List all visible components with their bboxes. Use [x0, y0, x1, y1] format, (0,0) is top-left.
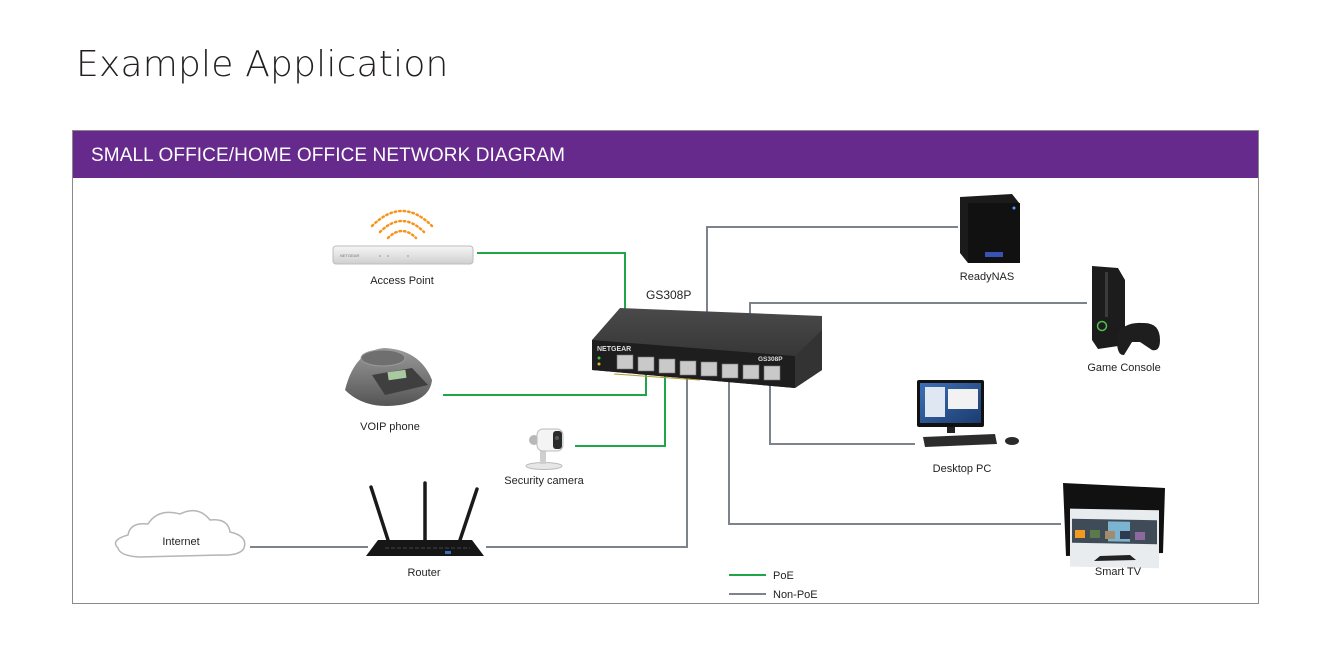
wifi-signal-icon — [370, 209, 434, 240]
device-desktop-pc[interactable]: Desktop PC — [917, 380, 1019, 475]
line-smart-tv — [728, 370, 1061, 525]
game-console-label: Game Console — [1087, 362, 1160, 374]
network-diagram-panel: SMALL OFFICE/HOME OFFICE NETWORK DIAGRAM — [72, 130, 1259, 604]
security-camera-label: Security camera — [504, 475, 584, 487]
game-console-icon — [1092, 266, 1160, 356]
switch-model-label: GS308P — [646, 288, 691, 302]
legend-item-non-poe: Non-PoE — [729, 589, 818, 601]
poe-line-security-camera — [575, 370, 666, 447]
desktop-pc-icon — [917, 380, 1019, 447]
power-led — [597, 356, 601, 360]
desktop-pc-label: Desktop PC — [933, 463, 992, 475]
diagram-banner: SMALL OFFICE/HOME OFFICE NETWORK DIAGRAM — [73, 131, 1258, 178]
cloud-icon — [114, 509, 246, 558]
device-smart-tv[interactable]: Smart TV — [1063, 483, 1165, 578]
nas-icon — [960, 194, 1020, 263]
poe-led — [597, 362, 601, 366]
line-desktop-pc — [769, 370, 915, 445]
device-internet[interactable]: Internet — [114, 509, 246, 558]
switch-port-8[interactable] — [763, 365, 781, 381]
legend: PoE Non-PoE — [729, 570, 818, 601]
switch-gs308p[interactable]: GS308P NETGEAR GS308P — [592, 288, 822, 388]
switch-port-5[interactable] — [700, 361, 718, 377]
poe-line-voip-phone — [443, 368, 647, 396]
page-title: Example Application — [76, 44, 449, 85]
legend-label-poe: PoE — [773, 570, 794, 582]
switch-port-4[interactable] — [679, 360, 697, 376]
voip-phone-label: VOIP phone — [360, 421, 420, 433]
switch-port-3[interactable] — [658, 358, 676, 374]
device-voip-phone[interactable]: VOIP phone — [345, 348, 432, 433]
access-point-label: Access Point — [370, 275, 434, 287]
internet-label: Internet — [162, 536, 199, 548]
line-router-switch — [486, 370, 688, 548]
switch-brand: NETGEAR — [597, 346, 631, 353]
legend-label-non-poe: Non-PoE — [773, 589, 818, 601]
diagram-title: SMALL OFFICE/HOME OFFICE NETWORK DIAGRAM — [91, 145, 566, 166]
smart-tv-icon — [1063, 483, 1165, 569]
device-readynas[interactable]: ReadyNAS — [960, 194, 1020, 283]
access-point-icon — [332, 245, 474, 265]
switch-port-2[interactable] — [637, 356, 655, 372]
security-camera-icon — [525, 428, 564, 470]
device-game-console[interactable]: Game Console — [1087, 266, 1161, 374]
switch-port-6[interactable] — [721, 363, 739, 379]
switch-port-1[interactable] — [616, 354, 634, 370]
switch-front-model: GS308P — [758, 356, 783, 363]
svg-text:NETGEAR: NETGEAR — [340, 253, 359, 258]
readynas-label: ReadyNAS — [960, 271, 1014, 283]
device-router[interactable]: Router — [366, 481, 484, 579]
conference-phone-icon — [345, 348, 432, 406]
device-security-camera[interactable]: Security camera — [504, 428, 585, 487]
switch-ports — [616, 354, 781, 381]
smart-tv-label: Smart TV — [1095, 566, 1142, 578]
switch-port-7[interactable] — [742, 364, 760, 380]
device-access-point[interactable]: NETGEAR Access Point — [332, 209, 474, 287]
legend-item-poe: PoE — [729, 570, 794, 582]
router-icon — [366, 481, 484, 556]
router-label: Router — [407, 567, 440, 579]
